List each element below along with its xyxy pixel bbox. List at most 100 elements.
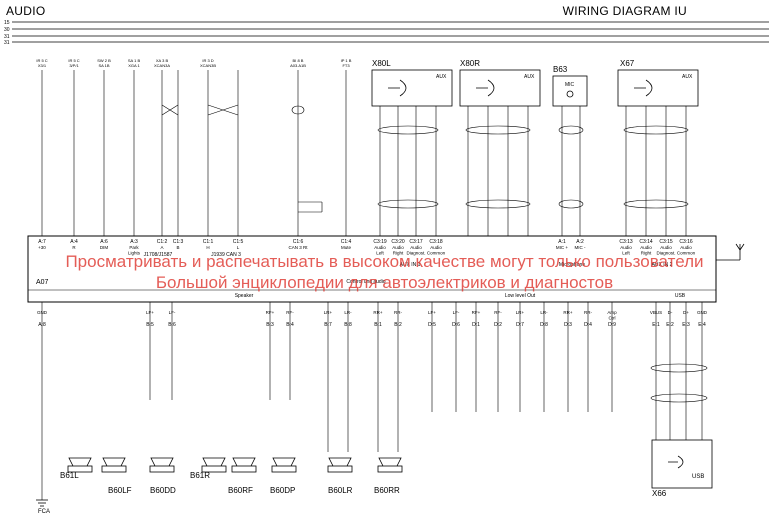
pin-name-bottom: GND: [697, 310, 708, 315]
pin-name-bottom: LF-: [169, 310, 176, 315]
pin-id-top: C1:6: [293, 239, 304, 245]
ground-label: FCA: [38, 509, 50, 515]
head-unit-id: A07: [36, 279, 49, 286]
pin-name-bottom: RF+: [266, 310, 275, 315]
pin-name-bottom: RF-: [494, 310, 502, 315]
pin-name-top: H: [206, 245, 209, 250]
pin-id-bottom: B:5: [146, 322, 154, 328]
pin-id-bottom: E:2: [666, 322, 674, 328]
pin-name-bottom: D+: [683, 310, 689, 315]
pin-name-bottom: RR-: [584, 310, 592, 315]
pin-group-label: J1939 CAN 3: [211, 252, 241, 258]
pin-id-bottom: B:6: [168, 322, 176, 328]
pin-id-top: C1:5: [233, 239, 244, 245]
pin-name-bottom: LR+: [324, 310, 333, 315]
pin-group-label: J1708/J1587: [144, 252, 173, 258]
pin-id-top: C3:13: [619, 239, 633, 245]
pin-name-bottom: D-: [668, 310, 673, 315]
pin-name-bottom: LF+: [146, 310, 154, 315]
pin-id-top: C1:3: [173, 239, 184, 245]
connector-id-X80R: X80R: [460, 59, 480, 68]
pin-id-bottom: D:1: [472, 322, 480, 328]
pin-name-top: Mute: [341, 245, 352, 250]
pin-name-bottom: RR-: [394, 310, 402, 315]
usb-label: USB: [692, 474, 704, 480]
pin-id-bottom: D:3: [564, 322, 572, 328]
pin-id-bottom: B:8: [344, 322, 352, 328]
pin-id-top: C1:1: [203, 239, 214, 245]
pin-name-top: Left: [376, 251, 384, 256]
pin-name-top: Audio: [640, 245, 652, 250]
pin-name-top: Audio: [374, 245, 386, 250]
pin-name-top: Park: [129, 245, 139, 250]
pin-id-top: C3:20: [391, 239, 405, 245]
pin-id-bottom: D:7: [516, 322, 524, 328]
pin-name-top: Audio: [410, 245, 422, 250]
top-source-label: XCAN3A: [154, 63, 170, 68]
pin-id-bottom: E:4: [698, 322, 706, 328]
connector-label-X67: AUX: [682, 74, 693, 80]
pin-name-top: DIM: [100, 245, 109, 250]
pin-name-top: Common: [677, 251, 696, 256]
pin-id-top: A:1: [558, 239, 566, 245]
pin-id-top: C3:16: [679, 239, 693, 245]
pin-name-top: MIC -: [575, 245, 586, 250]
speaker-icon: [271, 457, 297, 473]
pin-id-bottom: D:2: [494, 322, 502, 328]
pin-name-top: Audio: [392, 245, 404, 250]
speaker-label: B60LR: [328, 486, 353, 495]
connector-label-X80L: AUX: [436, 74, 447, 80]
top-source-label: FT3: [342, 63, 350, 68]
pin-name-bottom: RR+: [373, 310, 382, 315]
speaker-label: B60RF: [228, 486, 253, 495]
pin-name-bottom: Amp: [607, 310, 617, 315]
pin-name-bottom: RR+: [563, 310, 572, 315]
pin-id-bottom: D:6: [452, 322, 460, 328]
pin-id-bottom: D:9: [608, 322, 616, 328]
pin-id-bottom: B:2: [394, 322, 402, 328]
speaker-label: B60DP: [270, 486, 295, 495]
pin-id-bottom: B:1: [374, 322, 382, 328]
bus-label: 31: [4, 34, 10, 40]
top-source-label: IR 3 D: [202, 58, 213, 63]
pin-id-bottom: E:3: [682, 322, 690, 328]
pin-name-bottom: VBUS: [650, 310, 662, 315]
header-title-left: AUDIO: [6, 4, 46, 18]
top-source-label: IR 5 C: [36, 58, 47, 63]
pin-group-label: Speaker: [235, 293, 254, 299]
connector-label-B63: MIC: [565, 82, 575, 88]
pin-group-label: Low level Out: [505, 293, 536, 299]
speaker-label: B60LF: [108, 486, 132, 495]
top-source-label: SA 1B: [98, 63, 109, 68]
speaker-icon: [149, 457, 175, 473]
pin-group-label: Microphone: [559, 262, 585, 268]
pin-name-top: Audio: [680, 245, 692, 250]
speaker-icon: [201, 457, 227, 473]
top-source-label: SA 1 B: [128, 58, 141, 63]
pin-name-bottom: RF-: [286, 310, 294, 315]
pin-name-top: Left: [622, 251, 630, 256]
pin-id-top: A:2: [576, 239, 584, 245]
speaker-icon: [327, 457, 353, 473]
bus-label: 30: [4, 27, 10, 33]
connector-id-X80L: X80L: [372, 59, 391, 68]
pin-id-top: A:4: [70, 239, 78, 245]
connector-B63: [552, 75, 588, 107]
speaker-icon: [101, 457, 127, 473]
pin-name-bottom: LF+: [428, 310, 436, 315]
pin-id-top: A:3: [130, 239, 138, 245]
pin-id-bottom: D:5: [428, 322, 436, 328]
pin-name-bottom: LR-: [344, 310, 352, 315]
speaker-label: B61R: [190, 471, 210, 480]
pin-name-top: Right: [393, 251, 404, 256]
connector-X80L: [371, 69, 453, 107]
pin-name-bottom: LR-: [540, 310, 548, 315]
pin-id-bottom: E:1: [652, 322, 660, 328]
pin-name-bottom: LR+: [516, 310, 525, 315]
pin-name-top: Diagnost.: [406, 251, 425, 256]
pin-id-bottom: B:7: [324, 322, 332, 328]
usb-id: X66: [652, 489, 667, 498]
pin-name-top: Lights: [128, 251, 141, 256]
connector-id-B63: B63: [553, 65, 568, 74]
pin-id-bottom: D:8: [540, 322, 548, 328]
